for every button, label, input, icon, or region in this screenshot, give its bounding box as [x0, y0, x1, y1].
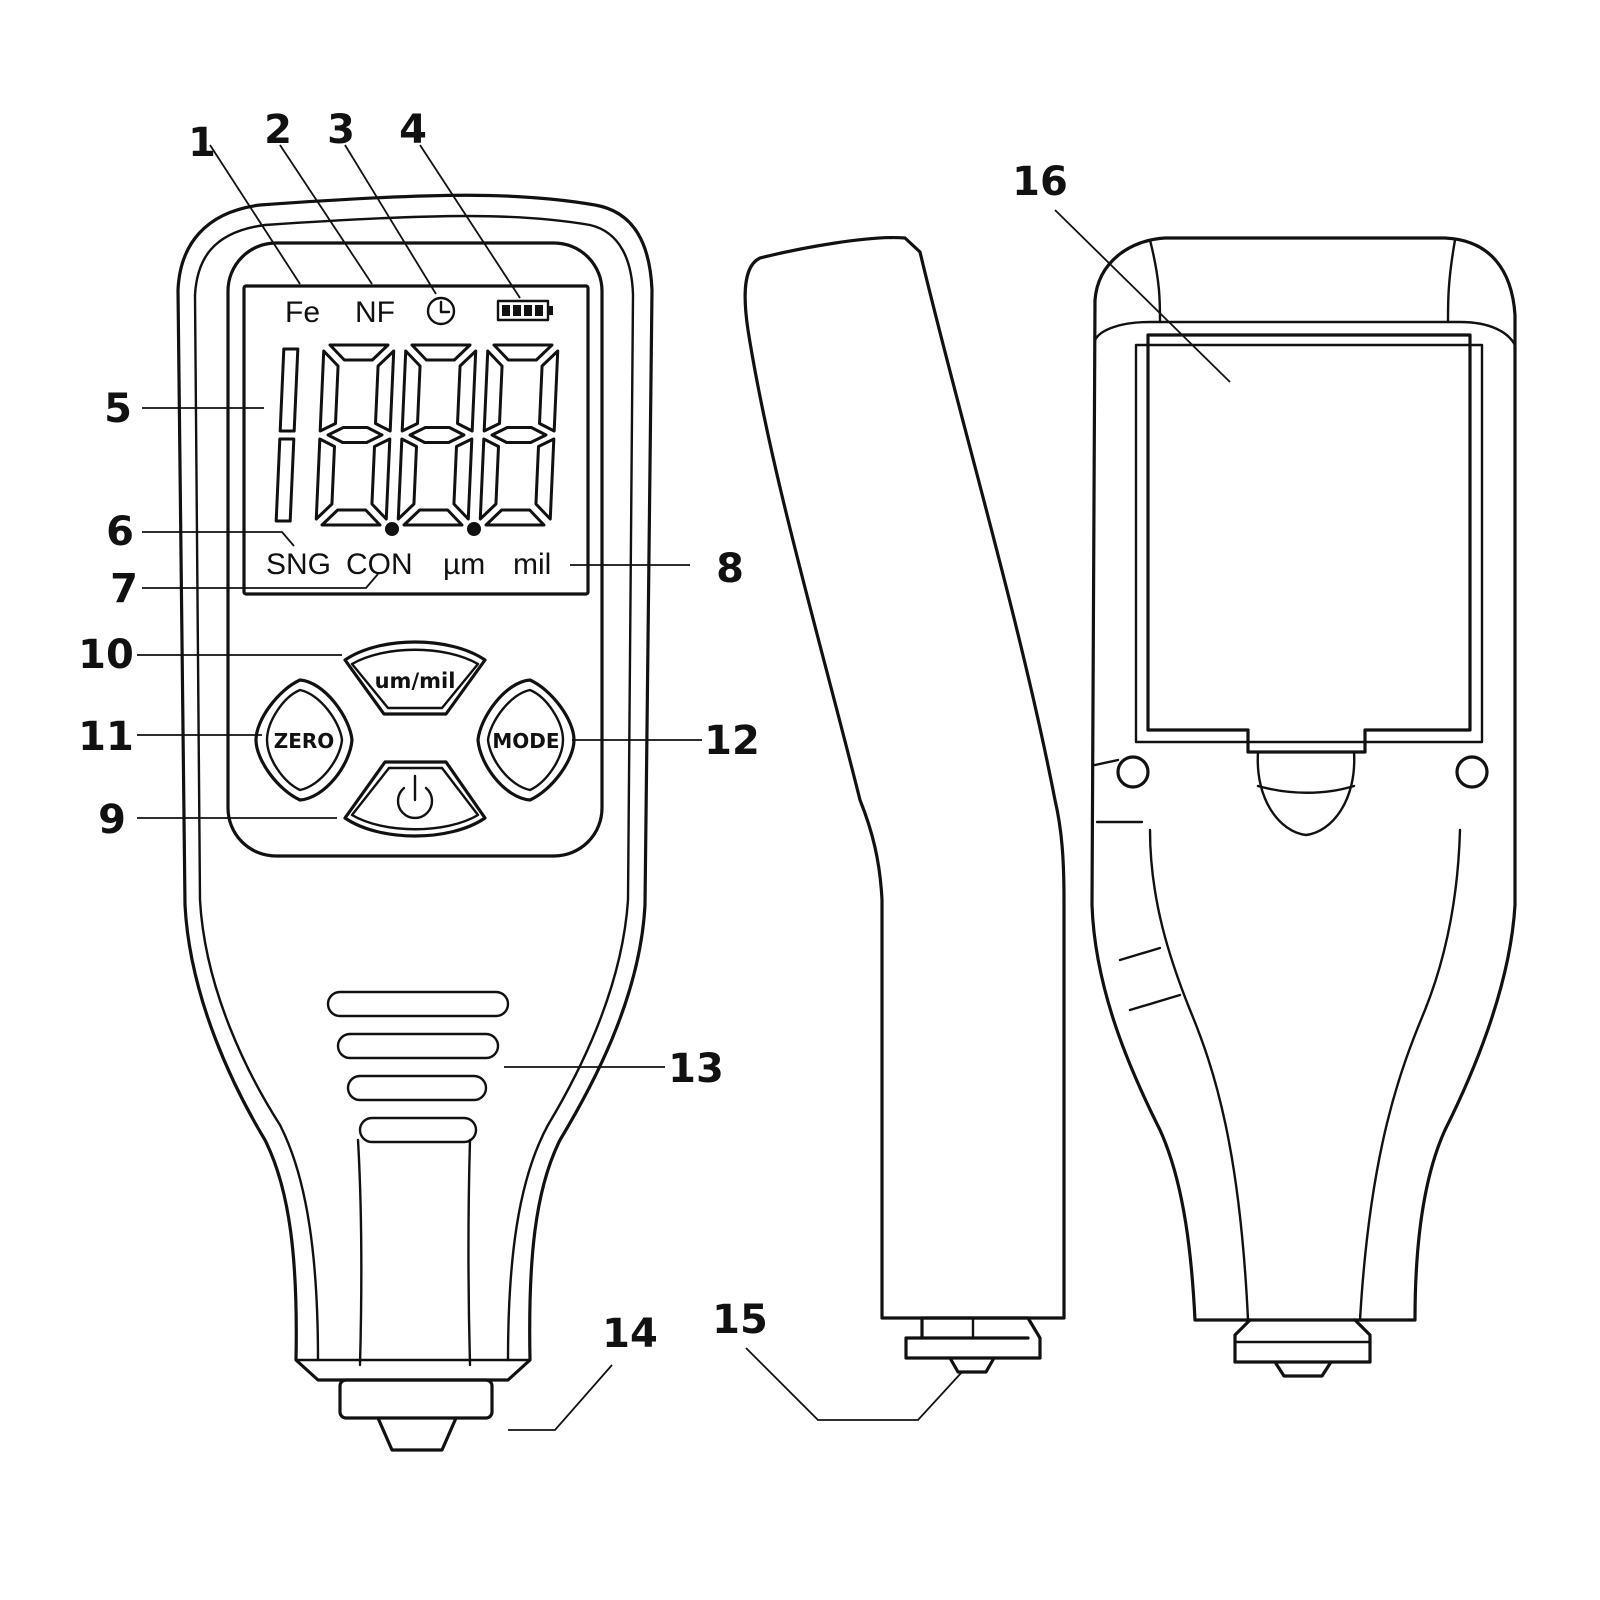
- callout-6: 6: [106, 509, 134, 555]
- front-probe-base: [338, 1378, 494, 1420]
- mode-button-label: MODE: [492, 729, 559, 753]
- lcd-con-indicator: CON: [346, 548, 413, 581]
- lcd-digit-3-segment-d: [402, 508, 464, 527]
- back-grip-line-right: [1358, 828, 1462, 1322]
- callout-4: 4: [399, 107, 427, 153]
- zero-button-label: ZERO: [274, 729, 335, 753]
- callout-9: 9: [98, 797, 126, 843]
- front-probe-tip: [376, 1416, 458, 1452]
- lcd-sng-indicator: SNG: [266, 548, 331, 581]
- callout-10: 10: [78, 632, 134, 678]
- front-housing-outer: [176, 193, 654, 1382]
- lcd-digit-3-segment-f: [400, 349, 422, 433]
- back-side-seam: [1093, 758, 1182, 1012]
- side-probe-tip: [948, 1356, 996, 1374]
- callout-16: 16: [1012, 159, 1068, 205]
- speaker-grille: [326, 990, 510, 1144]
- lcd-digit-2-segment-a: [328, 343, 390, 362]
- um-mil-button-label: um/mil: [375, 669, 456, 693]
- leader-lines: [137, 144, 1231, 1431]
- battery-cover: [1146, 333, 1472, 754]
- callout-5: 5: [104, 386, 132, 432]
- lcd-fe-indicator: Fe: [285, 296, 320, 329]
- callout-numbers: 1 2 3 4 5 6 7 8 9 10 11 12 13 14 15 16: [78, 107, 1068, 1357]
- lcd-digit-4-segment-f: [482, 349, 504, 433]
- battery-icon: [496, 299, 553, 322]
- callout-2: 2: [264, 107, 292, 153]
- back-probe-tip: [1273, 1360, 1333, 1378]
- side-housing: [743, 235, 1066, 1320]
- lcd-screen: [242, 284, 590, 596]
- lcd-digit-2-segment-f: [318, 349, 340, 433]
- side-view: [743, 235, 1066, 1374]
- lcd-digit-4-segment-e: [478, 437, 500, 521]
- callout-1: 1: [188, 120, 216, 166]
- lcd-digit-4-segment-a: [492, 343, 554, 362]
- callout-15: 15: [712, 1297, 768, 1343]
- lcd-digit-3-segment-g: [408, 426, 466, 444]
- battery-cover-inner: [1134, 343, 1484, 744]
- back-screw-left: [1116, 755, 1150, 789]
- lcd-um-indicator: µm: [443, 548, 485, 581]
- callout-13: 13: [668, 1046, 724, 1092]
- callout-8: 8: [716, 546, 744, 592]
- um-mil-button[interactable]: um/mil: [343, 640, 487, 716]
- callout-3: 3: [327, 107, 355, 153]
- power-button[interactable]: [343, 760, 487, 838]
- battery-latch: [1256, 750, 1356, 837]
- lcd-digit-4-segment-c: [534, 437, 556, 521]
- lcd-digits: [274, 343, 560, 536]
- lcd-digit-4-segment-g: [490, 426, 548, 444]
- lcd-digit-2-segment-g: [326, 426, 384, 444]
- lcd-digit-4-segment-d: [484, 508, 546, 527]
- lcd-digit-4-segment-b: [538, 349, 560, 433]
- back-top-band: [1093, 320, 1517, 347]
- lcd-decimal-point-2: [385, 522, 399, 536]
- front-housing-inner: [193, 214, 635, 1362]
- front-grip-line: [356, 1138, 472, 1367]
- back-view: [1090, 236, 1517, 1378]
- side-probe-base: [904, 1316, 1042, 1360]
- lcd-digit-2-segment-c: [370, 437, 392, 521]
- callout-11: 11: [78, 714, 134, 760]
- front-face-panel: [226, 241, 604, 858]
- callout-12: 12: [704, 718, 760, 764]
- lcd-digit-2-segment-b: [374, 349, 396, 433]
- lcd-digit-3-segment-a: [410, 343, 472, 362]
- zero-button[interactable]: ZERO: [254, 678, 354, 802]
- clock-icon: [426, 296, 456, 326]
- lcd-digit-2-segment-d: [320, 508, 382, 527]
- callout-14: 14: [602, 1311, 658, 1357]
- lcd-digit-1-segment-b: [278, 347, 300, 433]
- power-icon: [396, 774, 434, 820]
- lcd-decimal-point-3: [467, 522, 481, 536]
- lcd-digit-2-segment-e: [314, 437, 336, 521]
- lcd-nf-indicator: NF: [355, 296, 395, 329]
- back-probe-collar: [1233, 1318, 1372, 1364]
- back-grip-line-left: [1148, 828, 1250, 1322]
- lcd-digit-1-segment-c: [274, 437, 296, 523]
- lcd-mil-indicator: mil: [513, 548, 551, 581]
- lcd-digit-3-segment-e: [396, 437, 418, 521]
- back-screw-right: [1455, 755, 1489, 789]
- back-housing: [1090, 236, 1517, 1322]
- callout-7: 7: [110, 566, 138, 612]
- lcd-digit-3-segment-b: [456, 349, 478, 433]
- lcd-digit-3-segment-c: [452, 437, 474, 521]
- front-view: Fe NF SNG CON µm mil um/mil: [176, 193, 654, 1452]
- mode-button[interactable]: MODE: [476, 678, 576, 802]
- back-top-ridge: [1148, 238, 1457, 324]
